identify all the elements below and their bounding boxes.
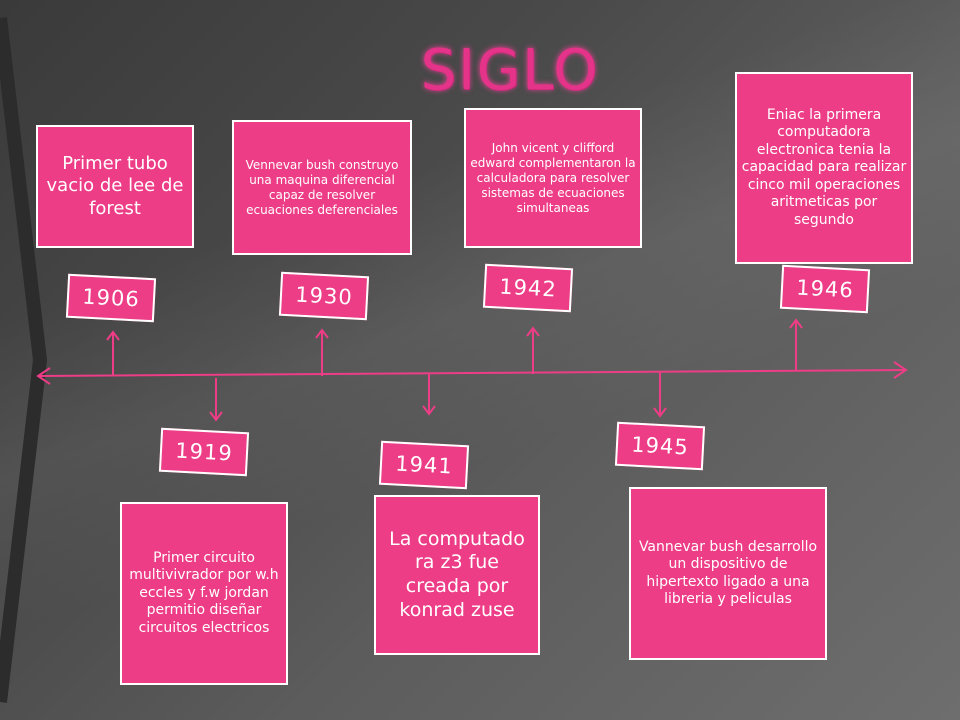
- year-1946-badge: 1946: [779, 264, 871, 314]
- year-1942-badge: 1942: [482, 263, 574, 313]
- event-1946-text: Eniac la primera computadora electronica…: [735, 72, 913, 264]
- year-1906-badge: 1906: [65, 273, 157, 323]
- event-1945-text: Vannevar bush desarrollo un dispositivo …: [629, 487, 827, 660]
- year-1919-badge: 1919: [158, 427, 250, 477]
- event-1906-text: Primer tubo vacio de lee de forest: [36, 125, 194, 248]
- timeline-arrow-right: [893, 361, 908, 379]
- event-1930-text: Vennevar bush construyo una maquina dife…: [232, 120, 412, 255]
- event-1941-text: La computado ra z3 fue creada por konrad…: [374, 495, 540, 655]
- left-chevron-decoration: [0, 17, 48, 703]
- event-1919-text: Primer circuito multivivrador por w.h ec…: [120, 502, 288, 685]
- year-1945-badge: 1945: [614, 421, 706, 471]
- year-1941-badge: 1941: [378, 440, 470, 490]
- timeline-arrow-left: [36, 367, 51, 385]
- event-1942-text: John vicent y clifford edward complement…: [464, 108, 642, 248]
- timeline-axis: [37, 369, 907, 377]
- year-1930-badge: 1930: [278, 271, 370, 321]
